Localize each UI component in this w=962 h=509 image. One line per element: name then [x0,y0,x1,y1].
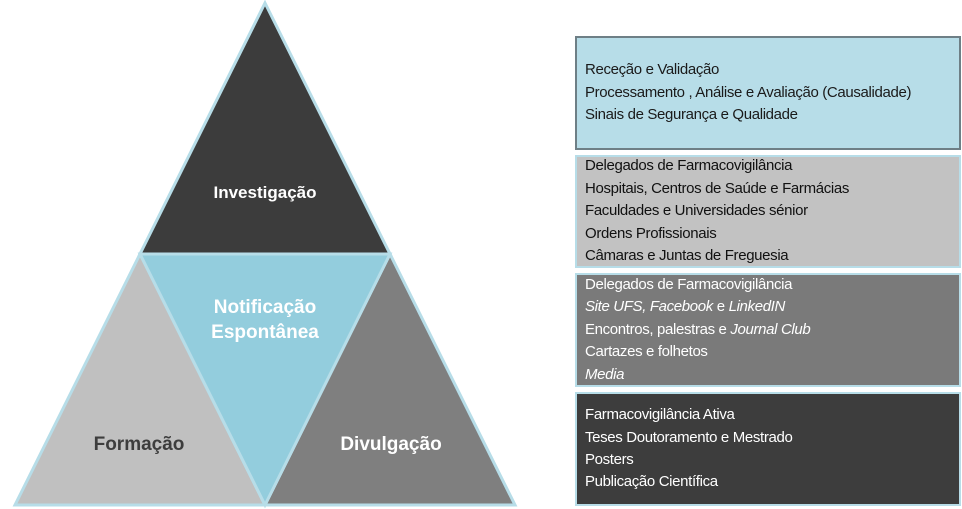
line-text: Encontros, palestras e [585,320,731,338]
label-notificacao: Notificação [214,297,316,318]
box-line: Câmaras e Juntas de Freguesia [585,245,959,266]
label-divulgacao: Divulgação [340,434,441,455]
line-text: Receção e Validação [585,61,719,79]
box-line: Delegados de Farmacovigilância [585,275,959,296]
box-line: Sinais de Segurança e Qualidade [585,104,959,126]
box-line: Farmacovigilância Ativa [585,404,959,426]
box-line: Processamento , Análise e Avaliação (Cau… [585,82,959,104]
box-line: Hospitais, Centros de Saúde e Farmácias [585,178,959,200]
line-text: Delegados de Farmacovigilância [585,275,793,293]
triangle-notificacao-espontanea [137,252,393,509]
box-line: Delegados de Farmacovigilância [585,157,959,178]
label-formacao: Formação [94,434,185,455]
pyramid-diagram: Investigação Notificação Espontânea Form… [12,0,518,509]
box-line: Cartazes e folhetos [585,341,959,363]
italic-text: Site UFS, Facebook [585,298,713,316]
box-line: Posters [585,449,959,471]
italic-text: Media [585,365,625,383]
triangle-investigacao [137,0,393,256]
box-line: Teses Doutoramento e Mestrado [585,427,959,449]
italic-text: Journal Club [730,320,811,338]
box-line: Faculdades e Universidades sénior [585,200,959,222]
label-investigacao: Investigação [214,183,317,202]
box-line: Media [585,364,959,385]
line-text: Posters [585,451,634,468]
line-text: Cartazes e folhetos [585,343,708,361]
label-espontanea: Espontânea [211,322,319,343]
line-text: Faculdades e Universidades sénior [585,202,808,220]
box-line: Publicação Científica [585,471,959,493]
box-line: Ordens Profissionais [585,223,959,245]
line-text: e [712,298,729,316]
italic-text: LinkedIN [728,298,786,316]
line-text: Farmacovigilância Ativa [585,406,735,424]
box-line: Site UFS, Facebook e LinkedIN [585,296,959,318]
line-text: Sinais de Segurança e Qualidade [585,106,798,124]
line-text: Processamento , Análise e Avaliação (Cau… [585,83,912,101]
line-text: Hospitais, Centros de Saúde e Farmácias [585,179,849,197]
line-text: Delegados de Farmacovigilância [585,157,793,175]
line-text: Teses Doutoramento e Mestrado [585,428,793,446]
box-line: Receção e Validação [585,59,959,81]
box-line: Encontros, palestras e Journal Club [585,319,959,341]
line-text: Câmaras e Juntas de Freguesia [585,247,789,265]
line-text: Ordens Profissionais [585,224,717,242]
line-text: Publicação Científica [585,473,718,491]
